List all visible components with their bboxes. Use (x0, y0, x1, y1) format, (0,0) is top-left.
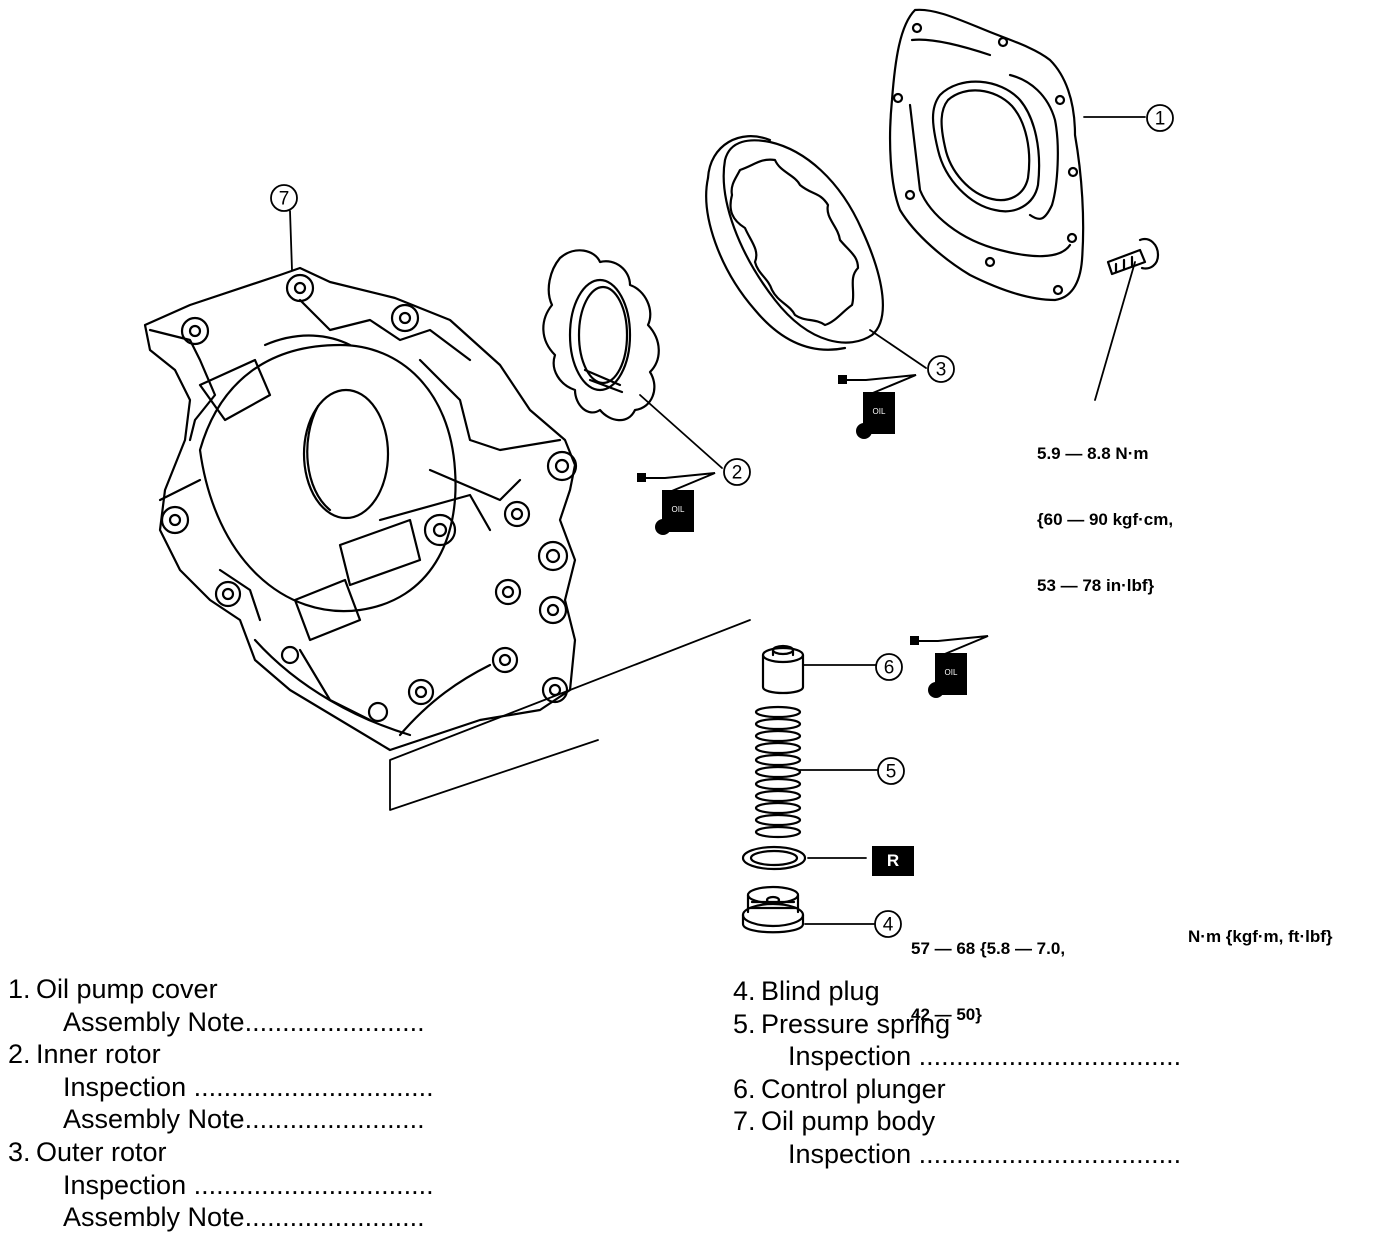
legend-item: 4.Blind plug (733, 975, 1233, 1008)
leader-lines (289, 116, 1146, 925)
legend-number: 6. (733, 1073, 756, 1104)
leader-dots: ................................ (193, 1071, 434, 1102)
callout-circle-3 (927, 355, 955, 383)
callout-circle-5 (877, 757, 905, 785)
legend-subitem: Inspection .............................… (733, 1040, 1233, 1073)
callout-circle-4 (874, 910, 902, 938)
legend-subitem: Inspection .............................… (733, 1138, 1233, 1171)
units-note: N·m {kgf·m, ft·lbf} (1188, 927, 1333, 946)
pressure-spring (754, 705, 802, 839)
callout-label-7: 7 (279, 189, 290, 210)
oil-icon-rotor-inner: OIL (637, 472, 716, 535)
legend-procedure: Inspection .............................… (63, 1169, 434, 1202)
legend-part-name: Blind plug (761, 976, 880, 1006)
procedure-label: Assembly Note (63, 1202, 245, 1233)
legend-procedure: Assembly Note........................ (63, 1006, 425, 1039)
callout-label-5: 5 (886, 762, 897, 783)
callout-label-6: 6 (884, 658, 895, 679)
leader-dots: ........................ (244, 1104, 425, 1135)
legend-subitem: Inspection .............................… (8, 1169, 488, 1202)
procedure-label: Inspection (788, 1041, 912, 1072)
procedure-label: Inspection (788, 1138, 912, 1169)
leader-dots: ........................ (244, 1202, 425, 1233)
legend-procedure: Inspection .............................… (788, 1138, 1181, 1171)
callout-circles (270, 104, 1174, 938)
svg-text:R: R (887, 851, 899, 870)
legend-procedure: Assembly Note........................ (63, 1201, 425, 1234)
legend-subitem: Assembly Note........................ (8, 1201, 488, 1234)
legend-number: 4. (733, 976, 756, 1006)
leader-dots: ................................ (193, 1169, 434, 1200)
procedure-label: Assembly Note (63, 1104, 245, 1135)
callout-label-2: 2 (732, 463, 743, 484)
callout-label-1: 1 (1155, 109, 1166, 130)
legend-part-name: Inner rotor (36, 1039, 161, 1070)
legend-number: 2. (8, 1039, 31, 1070)
replace-badge: R (872, 846, 914, 876)
legend-item: 5.Pressure spring (733, 1008, 1233, 1041)
legend-number: 1. (8, 974, 31, 1004)
leader-dots: ........................ (244, 1006, 425, 1037)
inner-rotor (542, 249, 660, 422)
legend-item: 6.Control plunger (733, 1073, 1233, 1106)
svg-text:OIL: OIL (945, 668, 958, 677)
svg-text:OIL: OIL (672, 505, 685, 514)
oil-pump-body (143, 266, 578, 752)
torque-spec-line: 57 — 68 {5.8 — 7.0, (911, 939, 1066, 958)
legend-subitem: Assembly Note........................ (8, 1006, 488, 1039)
torque-spec-cover-bolt: 5.9 — 8.8 N·m {60 — 90 kgf·cm, 53 — 78 i… (1037, 399, 1173, 619)
parts-legend-left: 1.Oil pump cover Assembly Note..........… (8, 973, 488, 1234)
procedure-label: Assembly Note (63, 1006, 245, 1037)
legend-procedure: Inspection .............................… (788, 1040, 1181, 1073)
callout-circle-7 (270, 184, 298, 212)
oil-icon-plunger: OIL (910, 635, 989, 698)
callout-circle-2 (723, 458, 751, 486)
torque-spec-line: {60 — 90 kgf·cm, (1037, 510, 1174, 529)
legend-subitem: Inspection .............................… (8, 1071, 488, 1104)
legend-part-name: Oil pump cover (36, 974, 218, 1004)
legend-procedure: Inspection .............................… (63, 1071, 434, 1104)
torque-spec-line: 5.9 — 8.8 N·m (1037, 444, 1149, 463)
leader-dots: ................................... (918, 1041, 1182, 1072)
legend-part-name: Oil pump body (761, 1106, 936, 1137)
legend-item: 2.Inner rotor (8, 1038, 488, 1071)
procedure-label: Inspection (63, 1169, 187, 1200)
legend-item: 7.Oil pump body (733, 1105, 1233, 1138)
torque-spec-blind-plug: 57 — 68 {5.8 — 7.0, 42 — 50} (911, 894, 1065, 1048)
legend-subitem: Assembly Note........................ (8, 1103, 488, 1136)
oil-pump-cover (889, 8, 1085, 302)
legend-part-name: Control plunger (761, 1073, 946, 1104)
callout-labels: 1 2 3 4 5 6 7 (279, 109, 1166, 936)
oil-icon-rotor-outer: OIL (838, 374, 917, 439)
control-plunger (761, 644, 805, 695)
torque-spec-line: 42 — 50} (911, 1005, 982, 1024)
leader-dots: ................................... (918, 1138, 1182, 1169)
legend-item: 3.Outer rotor (8, 1136, 488, 1169)
callout-label-4: 4 (883, 915, 894, 936)
legend-part-name: Pressure spring (761, 1008, 951, 1039)
procedure-label: Inspection (63, 1071, 187, 1102)
callout-circle-1 (1146, 104, 1174, 132)
legend-number: 3. (8, 1136, 31, 1167)
o-ring (741, 845, 807, 871)
svg-text:OIL: OIL (873, 407, 886, 416)
parts-legend-right: 4.Blind plug 5.Pressure spring Inspectio… (733, 975, 1233, 1171)
legend-item: 1.Oil pump cover (8, 973, 488, 1006)
outer-rotor (705, 135, 884, 351)
torque-spec-line: 53 — 78 in·lbf} (1037, 576, 1155, 595)
legend-procedure: Assembly Note........................ (63, 1103, 425, 1136)
legend-number: 5. (733, 1008, 756, 1039)
legend-number: 7. (733, 1106, 756, 1137)
cover-screw (1106, 237, 1160, 276)
exploded-view-diagram: 1 2 3 4 5 6 7 OIL OIL OIL R (143, 8, 1174, 938)
legend-part-name: Outer rotor (36, 1136, 167, 1167)
callout-label-3: 3 (936, 360, 947, 381)
blind-plug (741, 885, 805, 934)
callout-circle-6 (875, 653, 903, 681)
